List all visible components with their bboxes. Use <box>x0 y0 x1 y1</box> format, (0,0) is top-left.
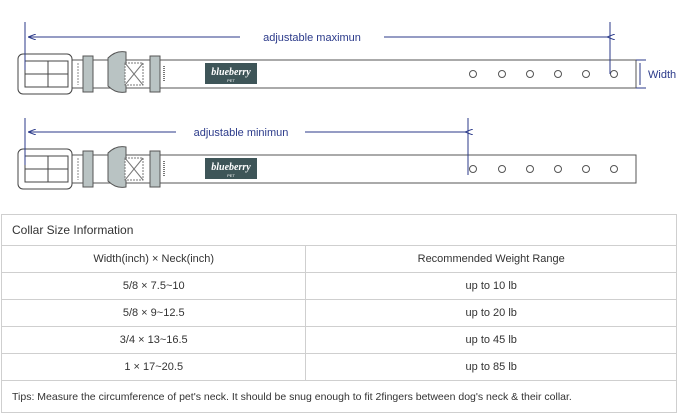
size-cell: 5/8 × 9~12.5 <box>0 299 307 327</box>
weight-cell: up to 10 lb <box>305 272 677 300</box>
collar-diagram: blueberry PET adjustable maximun adjusta… <box>17 22 676 190</box>
header-weight: Recommended Weight Range <box>305 245 677 273</box>
table-header-row: Width(inch) × Neck(inch) Recommended Wei… <box>0 245 677 273</box>
weight-cell: up to 45 lb <box>305 326 677 354</box>
size-table: Collar Size Information Width(inch) × Ne… <box>0 214 677 413</box>
width-label: Width <box>648 69 676 81</box>
max-label: adjustable maximun <box>263 32 361 44</box>
max-dimension-line <box>24 22 646 175</box>
weight-cell: up to 85 lb <box>305 353 677 381</box>
table-title: Collar Size Information <box>1 214 677 246</box>
size-cell: 3/4 × 13~16.5 <box>0 326 307 354</box>
weight-cell: up to 20 lb <box>305 299 677 327</box>
min-label: adjustable minimun <box>194 127 289 139</box>
tips-text: Tips: Measure the circumference of pet's… <box>1 380 677 413</box>
collar-min-illustration <box>17 145 637 190</box>
collar-max-illustration <box>17 50 637 95</box>
size-cell: 5/8 × 7.5~10 <box>0 272 307 300</box>
size-cell: 1 × 17~20.5 <box>0 353 307 381</box>
header-size: Width(inch) × Neck(inch) <box>0 245 307 273</box>
